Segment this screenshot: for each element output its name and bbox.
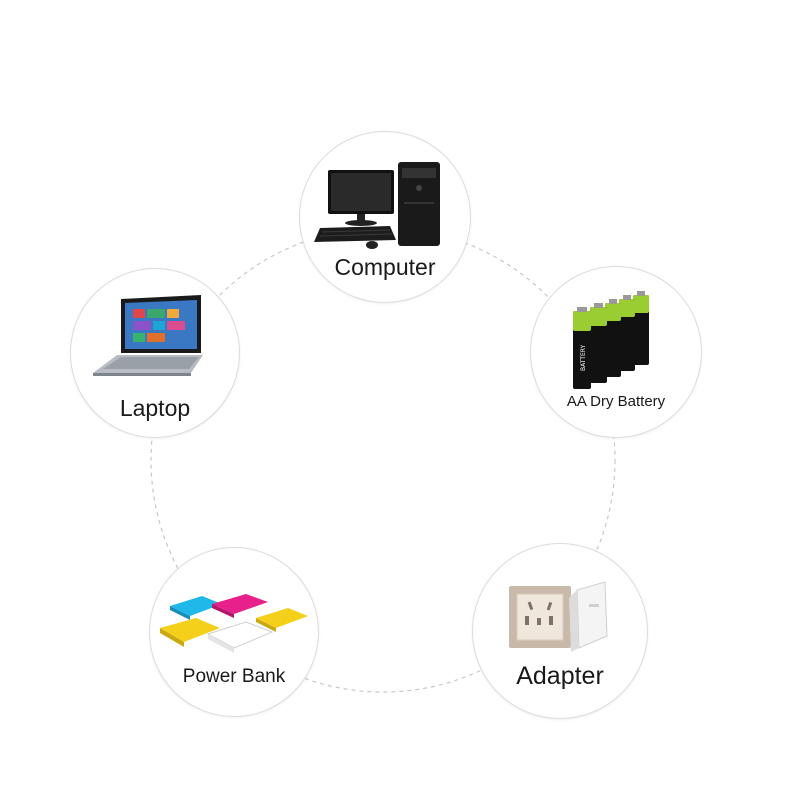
- adapter-icon: [509, 581, 608, 652]
- power-bank-node: Power Bank: [149, 547, 319, 717]
- power-bank-label: Power Bank: [182, 666, 286, 687]
- laptop-node: Laptop: [70, 268, 240, 438]
- laptop-icon: [93, 295, 203, 376]
- aa-battery-icon: BATTERY: [573, 291, 649, 389]
- adapter-node: Adapter: [472, 543, 648, 719]
- computer-label: Computer: [334, 254, 436, 280]
- computer-node: Computer: [299, 131, 471, 303]
- power-bank-icon: [160, 594, 308, 653]
- computer-icon: [314, 162, 440, 249]
- laptop-label: Laptop: [119, 395, 191, 421]
- aa-battery-node: BATTERY AA Dry Battery: [530, 266, 702, 438]
- battery-print-text: BATTERY: [580, 344, 587, 371]
- adapter-label: Adapter: [516, 662, 604, 690]
- aa-battery-label: AA Dry Battery: [566, 393, 666, 410]
